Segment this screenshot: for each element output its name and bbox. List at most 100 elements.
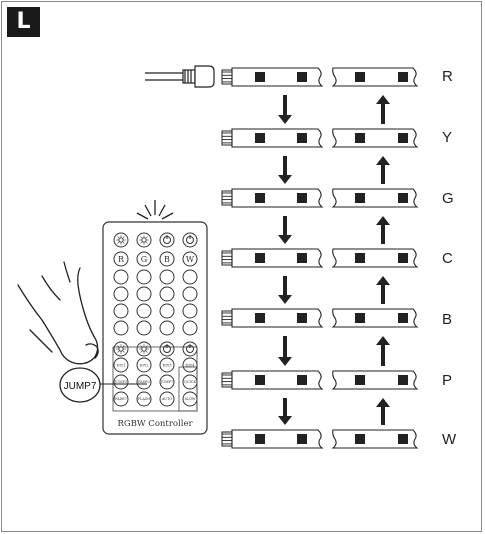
led-chip [255, 253, 265, 263]
remote-footer-label: RGBW Controller [117, 419, 193, 429]
remote-button [183, 270, 197, 284]
remote-button [137, 321, 151, 335]
svg-text:QUICK: QUICK [184, 380, 197, 384]
remote-button-diy4: DIY4 [183, 358, 197, 372]
led-chip [355, 193, 365, 203]
remote-button-r: R [114, 252, 128, 266]
remote-controller: RGBWDIY1DIY2DIY3DIY4JUMP3FADE3JUMP7QUICK… [103, 200, 207, 434]
svg-text:W: W [186, 255, 195, 264]
led-strip-right [333, 371, 417, 389]
remote-button [160, 287, 174, 301]
remote-button [183, 321, 197, 335]
svg-text:FLASH: FLASH [138, 397, 150, 401]
svg-text:B: B [164, 255, 170, 264]
remote-button-diy2: DIY2 [137, 358, 151, 372]
led-strip-right [333, 189, 417, 207]
arrow-down-icon [278, 156, 292, 184]
led-strip-left [222, 371, 322, 389]
signal-rays-icon [137, 200, 173, 219]
led-chip [398, 313, 408, 323]
led-chip [255, 434, 265, 444]
led-chip [297, 313, 307, 323]
arrow-down-icon [278, 336, 292, 366]
led-chip [297, 72, 307, 82]
led-strip-right [333, 430, 417, 448]
arrow-up-icon [376, 156, 390, 184]
brightness-down-icon [137, 233, 151, 247]
arrow-up-icon [376, 95, 390, 124]
led-strip-right [333, 68, 417, 86]
remote-button-jump7: JUMP7 [160, 375, 174, 389]
svg-text:JUMP7: JUMP7 [160, 380, 173, 384]
led-chip [398, 72, 408, 82]
power-icon [183, 342, 197, 356]
led-chip [355, 434, 365, 444]
remote-button [183, 287, 197, 301]
remote-button-fade7: FADE7 [114, 392, 128, 406]
remote-button-auto: AUTO [160, 392, 174, 406]
arrow-up-icon [376, 336, 390, 366]
svg-text:AUTO: AUTO [161, 397, 173, 401]
arrow-down-icon [278, 398, 292, 425]
brightness-up-icon [114, 342, 128, 356]
led-strip-left [222, 309, 322, 327]
arrow-up-icon [376, 276, 390, 304]
brightness-down-icon [137, 342, 151, 356]
remote-button [137, 287, 151, 301]
svg-text:R: R [118, 255, 125, 264]
power-icon [183, 233, 197, 247]
led-chip [255, 193, 265, 203]
led-chip [355, 133, 365, 143]
led-chip [297, 434, 307, 444]
arrow-down-icon [278, 216, 292, 244]
svg-text:DIY1: DIY1 [117, 363, 126, 367]
remote-button [114, 287, 128, 301]
led-chip [398, 193, 408, 203]
arrow-up-icon [376, 216, 390, 244]
led-chip [355, 313, 365, 323]
callout-label: JUMP7 [64, 381, 97, 392]
led-chip [297, 253, 307, 263]
arrow-down-icon [278, 276, 292, 304]
remote-button-diy1: DIY1 [114, 358, 128, 372]
remote-button [137, 270, 151, 284]
remote-button [114, 304, 128, 318]
arrow-down-icon [278, 95, 292, 124]
led-chip [297, 193, 307, 203]
remote-button-b: B [160, 252, 174, 266]
led-strip-left [222, 68, 322, 86]
led-chip [297, 133, 307, 143]
led-chip [398, 375, 408, 385]
svg-text:FADE7: FADE7 [115, 397, 127, 401]
remote-button-jump3: JUMP3 [114, 375, 128, 389]
arrow-up-icon [376, 398, 390, 425]
remote-button-g: G [137, 252, 151, 266]
remote-button [160, 321, 174, 335]
led-strip-grid [222, 68, 417, 448]
remote-button [183, 304, 197, 318]
power-plug-icon [145, 66, 214, 87]
brightness-up-icon [114, 233, 128, 247]
led-chip [398, 133, 408, 143]
svg-text:G: G [141, 255, 147, 264]
led-strip-right [333, 309, 417, 327]
remote-button [137, 304, 151, 318]
remote-button [114, 321, 128, 335]
remote-button [114, 270, 128, 284]
pointing-hand-icon [18, 262, 98, 364]
remote-button-quick: QUICK [183, 375, 197, 389]
remote-button [160, 270, 174, 284]
remote-button-diy3: DIY3 [160, 358, 174, 372]
led-strip-left [222, 129, 322, 147]
led-chip [398, 253, 408, 263]
led-chip [355, 375, 365, 385]
led-chip [255, 313, 265, 323]
led-chip [398, 434, 408, 444]
led-strip-right [333, 249, 417, 267]
svg-text:DIY3: DIY3 [163, 363, 173, 367]
led-chip [355, 253, 365, 263]
svg-text:SLOW: SLOW [185, 397, 196, 401]
led-chip [297, 375, 307, 385]
led-strip-left [222, 430, 322, 448]
